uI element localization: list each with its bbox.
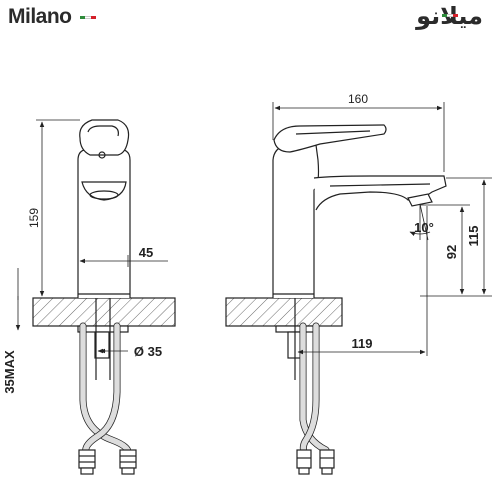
- dim-label-119: 119: [352, 336, 373, 351]
- side-dimensions: [272, 102, 492, 356]
- mounting-washer-side: [275, 325, 317, 333]
- angle-arc: [409, 231, 431, 236]
- hose-nut-cap-side: [321, 467, 333, 475]
- mounting-nut: [94, 331, 110, 359]
- hose-nut: [78, 449, 96, 469]
- flag-stripe: [442, 14, 448, 17]
- aerator-front: [89, 190, 119, 200]
- flag-icon-right: [442, 4, 458, 17]
- flag-stripe: [85, 16, 91, 19]
- dim-label-160: 160: [348, 92, 368, 106]
- aerator-side: [407, 193, 433, 207]
- hose-nut: [119, 449, 137, 469]
- dim-label-35max: 35MAX: [2, 350, 17, 394]
- counter-slab-side: [225, 297, 343, 327]
- dim-label-92: 92: [444, 245, 459, 259]
- flag-stripe: [80, 16, 86, 19]
- faucet-body-front: [77, 149, 131, 298]
- angle-line: [419, 203, 429, 241]
- dim-label-115: 115: [466, 226, 481, 247]
- flag-stripe: [447, 14, 453, 17]
- hose-right-braid: [83, 323, 120, 455]
- lever-side: [273, 124, 387, 153]
- hose-nut-cap-side: [298, 467, 310, 475]
- spout-side-inner: [329, 183, 431, 187]
- dim-label-angle: 10°: [414, 220, 434, 235]
- dim-label-45: 45: [139, 245, 153, 260]
- hose-nut-side: [296, 449, 312, 469]
- hose-left-braid: [80, 323, 131, 455]
- flag-stripe: [452, 14, 458, 17]
- handle-inner-front: [87, 125, 119, 137]
- side-view: [225, 124, 447, 475]
- dim-label-159: 159: [27, 208, 41, 228]
- dim-label-diameter: Ø 35: [134, 344, 162, 359]
- faucet-body-side: [272, 144, 320, 298]
- flag-icon-left: [80, 6, 96, 19]
- brand-logo-latin: Milano: [8, 5, 72, 28]
- hose-nut-side: [319, 449, 335, 469]
- hose-side-b-braid: [300, 323, 319, 455]
- front-view: [32, 119, 176, 475]
- handle-screw: [98, 151, 106, 159]
- counter-slab-front: [32, 297, 176, 327]
- front-dimensions: [15, 119, 168, 354]
- handle-front: [79, 119, 130, 156]
- hose-nut-cap: [121, 467, 135, 475]
- hose-nut-cap: [80, 467, 94, 475]
- flag-stripe: [90, 16, 96, 19]
- lever-side-inner: [295, 130, 371, 135]
